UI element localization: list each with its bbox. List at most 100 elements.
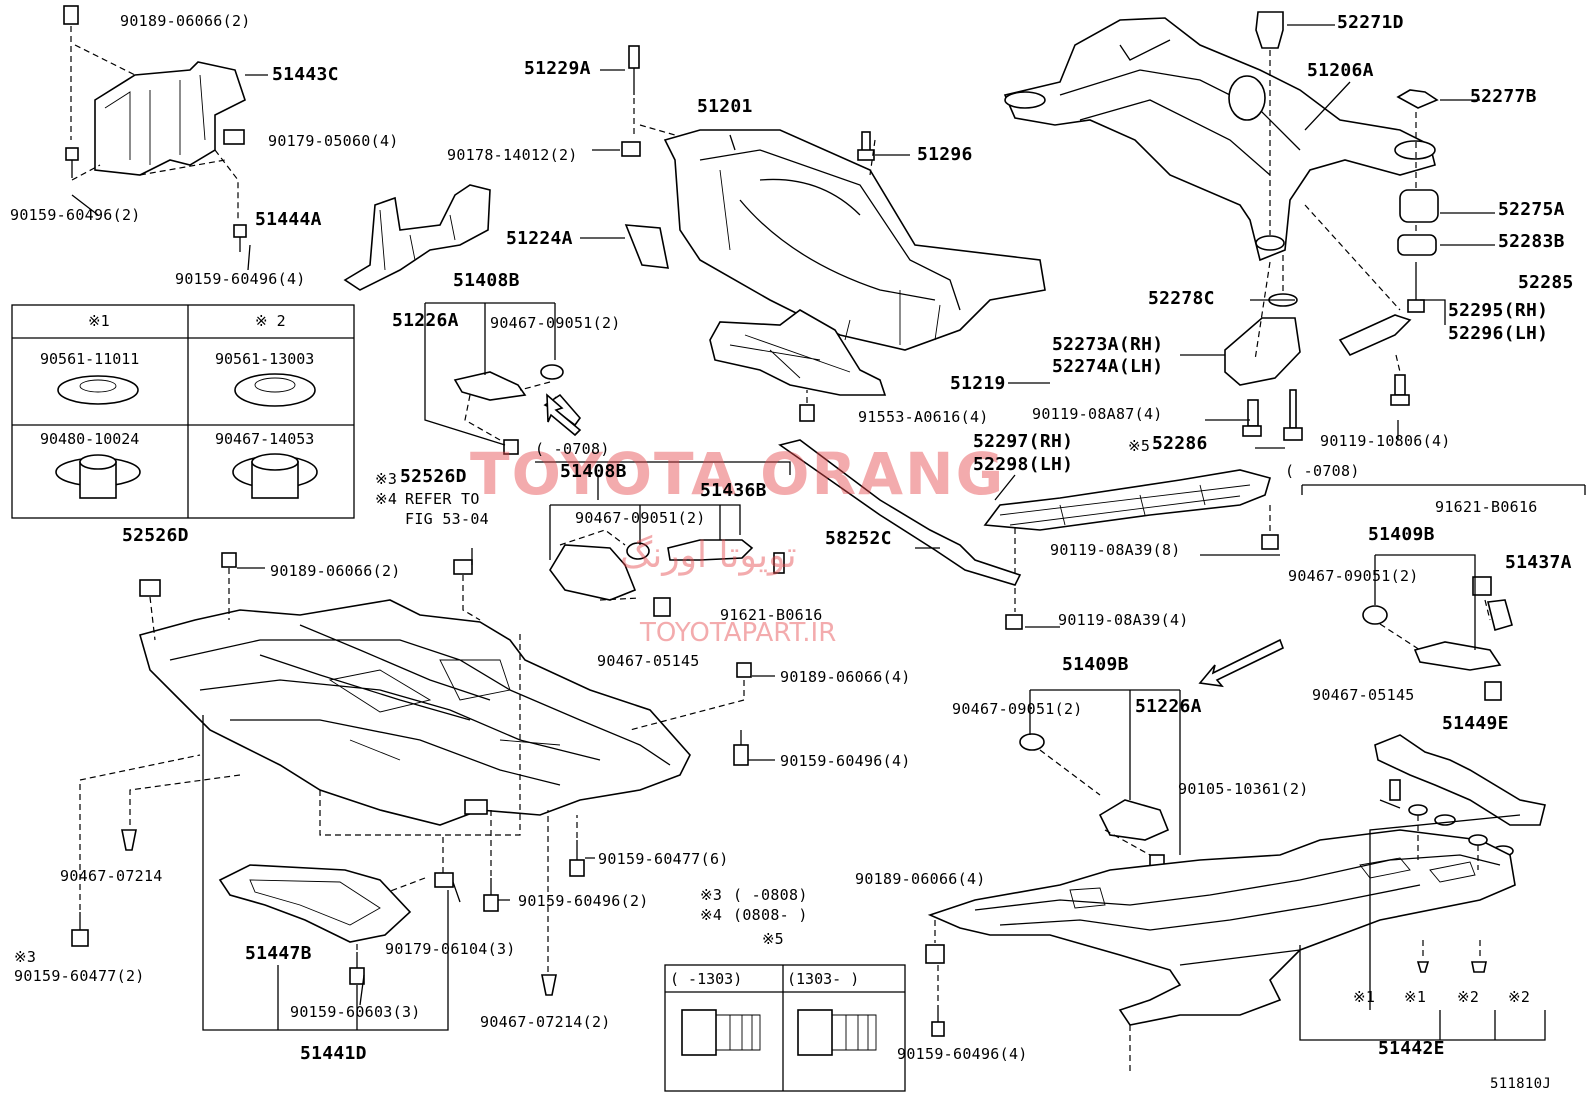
watermark-brand: TOYOTA ORANG xyxy=(470,440,1006,508)
cover-51409b xyxy=(1301,484,1586,701)
part-label: ( -0808) xyxy=(733,886,808,904)
part-label: 52296(LH) xyxy=(1448,323,1549,344)
part-label: 52285 xyxy=(1518,272,1574,293)
part-label: 52297(RH) xyxy=(973,431,1074,452)
part-label: 90467-09051(2) xyxy=(952,700,1083,718)
part-label: 52271D xyxy=(1337,12,1404,33)
part-label: 51437A xyxy=(1505,552,1572,573)
part-label: 90467-07214(2) xyxy=(480,1013,611,1031)
part-label: ※1 xyxy=(1404,988,1427,1006)
plate-51447b xyxy=(218,864,412,943)
part-label: 90189-06066(2) xyxy=(120,12,251,30)
shield-51443c xyxy=(94,61,246,176)
part-label: 90159-60496(2) xyxy=(10,206,141,224)
part-label: 91553-A0616(4) xyxy=(858,408,989,426)
part-label: 90159-60496(4) xyxy=(897,1045,1028,1063)
footnote-5-col2: (1303- ) xyxy=(787,970,860,988)
bushings-right xyxy=(1224,11,1439,441)
part-label: 52298(LH) xyxy=(973,454,1074,475)
part-label: 90467-05145 xyxy=(1312,686,1415,704)
part-label: 52295(RH) xyxy=(1448,300,1549,321)
part-label: ※2 xyxy=(1508,988,1531,1006)
part-label: 52275A xyxy=(1498,199,1565,220)
part-label: 52526D xyxy=(122,525,189,546)
part-label: 90467-09051(2) xyxy=(490,314,621,332)
plate-51219 xyxy=(709,309,887,422)
part-label: ※3 xyxy=(14,948,37,966)
part-label: ※3 xyxy=(375,470,398,488)
bolts-51229a-51296 xyxy=(621,45,876,269)
part-label: 51226A xyxy=(1135,696,1202,717)
part-label: 51201 xyxy=(697,96,753,117)
part-label: ※1 xyxy=(1353,988,1376,1006)
part-label: REFER TO xyxy=(405,490,480,508)
part-label: 52526D xyxy=(400,466,467,487)
part-label: 51409B xyxy=(1062,654,1129,675)
direction-arrow-left xyxy=(546,393,582,437)
table-header-1: ※1 xyxy=(88,312,110,330)
part-label: 51408B xyxy=(560,461,627,482)
fasteners-top-left xyxy=(63,5,247,252)
part-label: 51436B xyxy=(700,480,767,501)
part-label: ※4 xyxy=(700,906,723,924)
part-label: 51224A xyxy=(506,228,573,249)
part-label: 52274A(LH) xyxy=(1052,356,1164,377)
table-r2c1: 90480-10024 xyxy=(40,430,140,448)
part-label: 51442E xyxy=(1378,1038,1445,1059)
part-label: 90159-60496(4) xyxy=(780,752,911,770)
table-r1c2: 90561-13003 xyxy=(215,350,315,368)
part-label: 51441D xyxy=(300,1043,367,1064)
part-label: 51296 xyxy=(917,144,973,165)
part-label: 52277B xyxy=(1470,86,1537,107)
part-label: 90119-08A87(4) xyxy=(1032,405,1163,423)
watermark-arabic: تویوتا اورنگ xyxy=(620,535,797,576)
part-label: FIG 53-04 xyxy=(405,510,489,528)
part-label: ( -0708) xyxy=(1285,462,1360,480)
part-label: (0808- ) xyxy=(733,906,808,924)
part-label: 90467-09051(2) xyxy=(1288,567,1419,585)
part-label: ※5 xyxy=(1128,437,1151,455)
part-label: 91621-B0616 xyxy=(720,606,823,624)
part-label: 90467-07214 xyxy=(60,867,163,885)
footnote-5-col1: ( -1303) xyxy=(670,970,743,988)
part-label: 51443C xyxy=(272,64,339,85)
footnote-5-title: ※5 xyxy=(762,930,784,948)
part-label: 91621-B0616 xyxy=(1435,498,1538,516)
part-label: 58252C xyxy=(825,528,892,549)
part-label: 51444A xyxy=(255,209,322,230)
part-label: 90159-60496(4) xyxy=(175,270,306,288)
part-label: ( -0708) xyxy=(535,440,610,458)
undercover-51442e xyxy=(925,804,1516,1075)
part-label: 90189-06066(4) xyxy=(855,870,986,888)
subframe-51206a xyxy=(1003,17,1436,262)
part-label: 51226A xyxy=(392,310,459,331)
fasteners-lower-left xyxy=(71,552,752,996)
part-label: 51206A xyxy=(1307,60,1374,81)
diagram-code: 511810J xyxy=(1490,1076,1552,1092)
part-label: 51409B xyxy=(1368,524,1435,545)
part-label: 90119-08A39(8) xyxy=(1050,541,1181,559)
crossmember-51201 xyxy=(663,129,1046,351)
part-label: 90159-60477(2) xyxy=(14,967,145,985)
cover-51409b-lower xyxy=(1019,689,1181,872)
part-label: 90467-09051(2) xyxy=(575,509,706,527)
part-label: ※3 xyxy=(700,886,723,904)
part-label: 90179-06104(3) xyxy=(385,940,516,958)
part-label: 90119-08A39(4) xyxy=(1058,611,1189,629)
undercover-51441d xyxy=(139,599,691,826)
part-label: 90159-60496(2) xyxy=(518,892,649,910)
part-label: 90189-06066(2) xyxy=(270,562,401,580)
part-label: 52278C xyxy=(1148,288,1215,309)
cover-51408b-lower xyxy=(535,461,791,617)
part-label: ※4 xyxy=(375,490,398,508)
part-label: 90189-06066(4) xyxy=(780,668,911,686)
part-label: 51219 xyxy=(950,373,1006,394)
part-label: 90159-60477(6) xyxy=(598,850,729,868)
part-label: 90105-10361(2) xyxy=(1178,780,1309,798)
part-label: 90467-05145 xyxy=(597,652,700,670)
shield-51444a xyxy=(343,184,491,291)
part-label: ※2 xyxy=(1457,988,1480,1006)
part-label: 52283B xyxy=(1498,231,1565,252)
